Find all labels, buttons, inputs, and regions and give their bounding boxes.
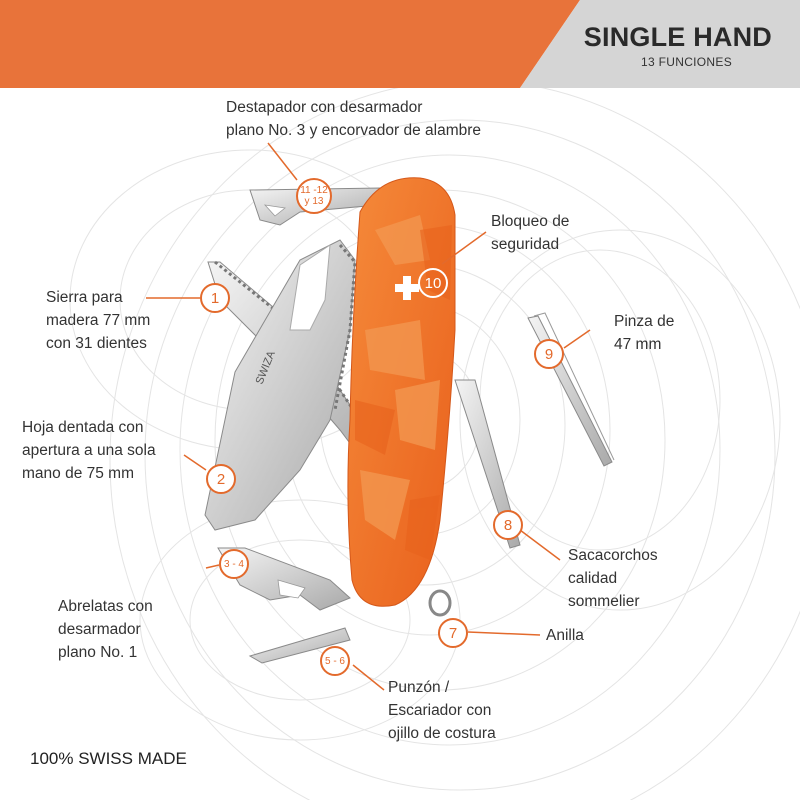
callout-badge-9: 9 (534, 339, 564, 369)
awl-tool (248, 627, 351, 664)
page-subtitle: 13 FUNCIONES (641, 55, 732, 69)
callout-badge-10: 10 (418, 268, 448, 298)
page-title: SINGLE HAND (583, 22, 772, 52)
corkscrew-tool (454, 379, 521, 549)
callout-label-ring: Anilla (546, 627, 584, 644)
callout-badge-5-6: 5 - 6 (320, 646, 350, 676)
callout-badge-3-4: 3 - 4 (219, 549, 249, 579)
callout-badge-7: 7 (438, 618, 468, 648)
callout-badge-1: 1 (200, 283, 230, 313)
header-banner (0, 0, 800, 88)
can-opener-tool (217, 547, 351, 611)
swiss-made-footer: 100% SWISS MADE (30, 749, 187, 768)
callout-badge-2: 2 (206, 464, 236, 494)
key-ring (428, 589, 452, 617)
callout-badge-8: 8 (493, 510, 523, 540)
